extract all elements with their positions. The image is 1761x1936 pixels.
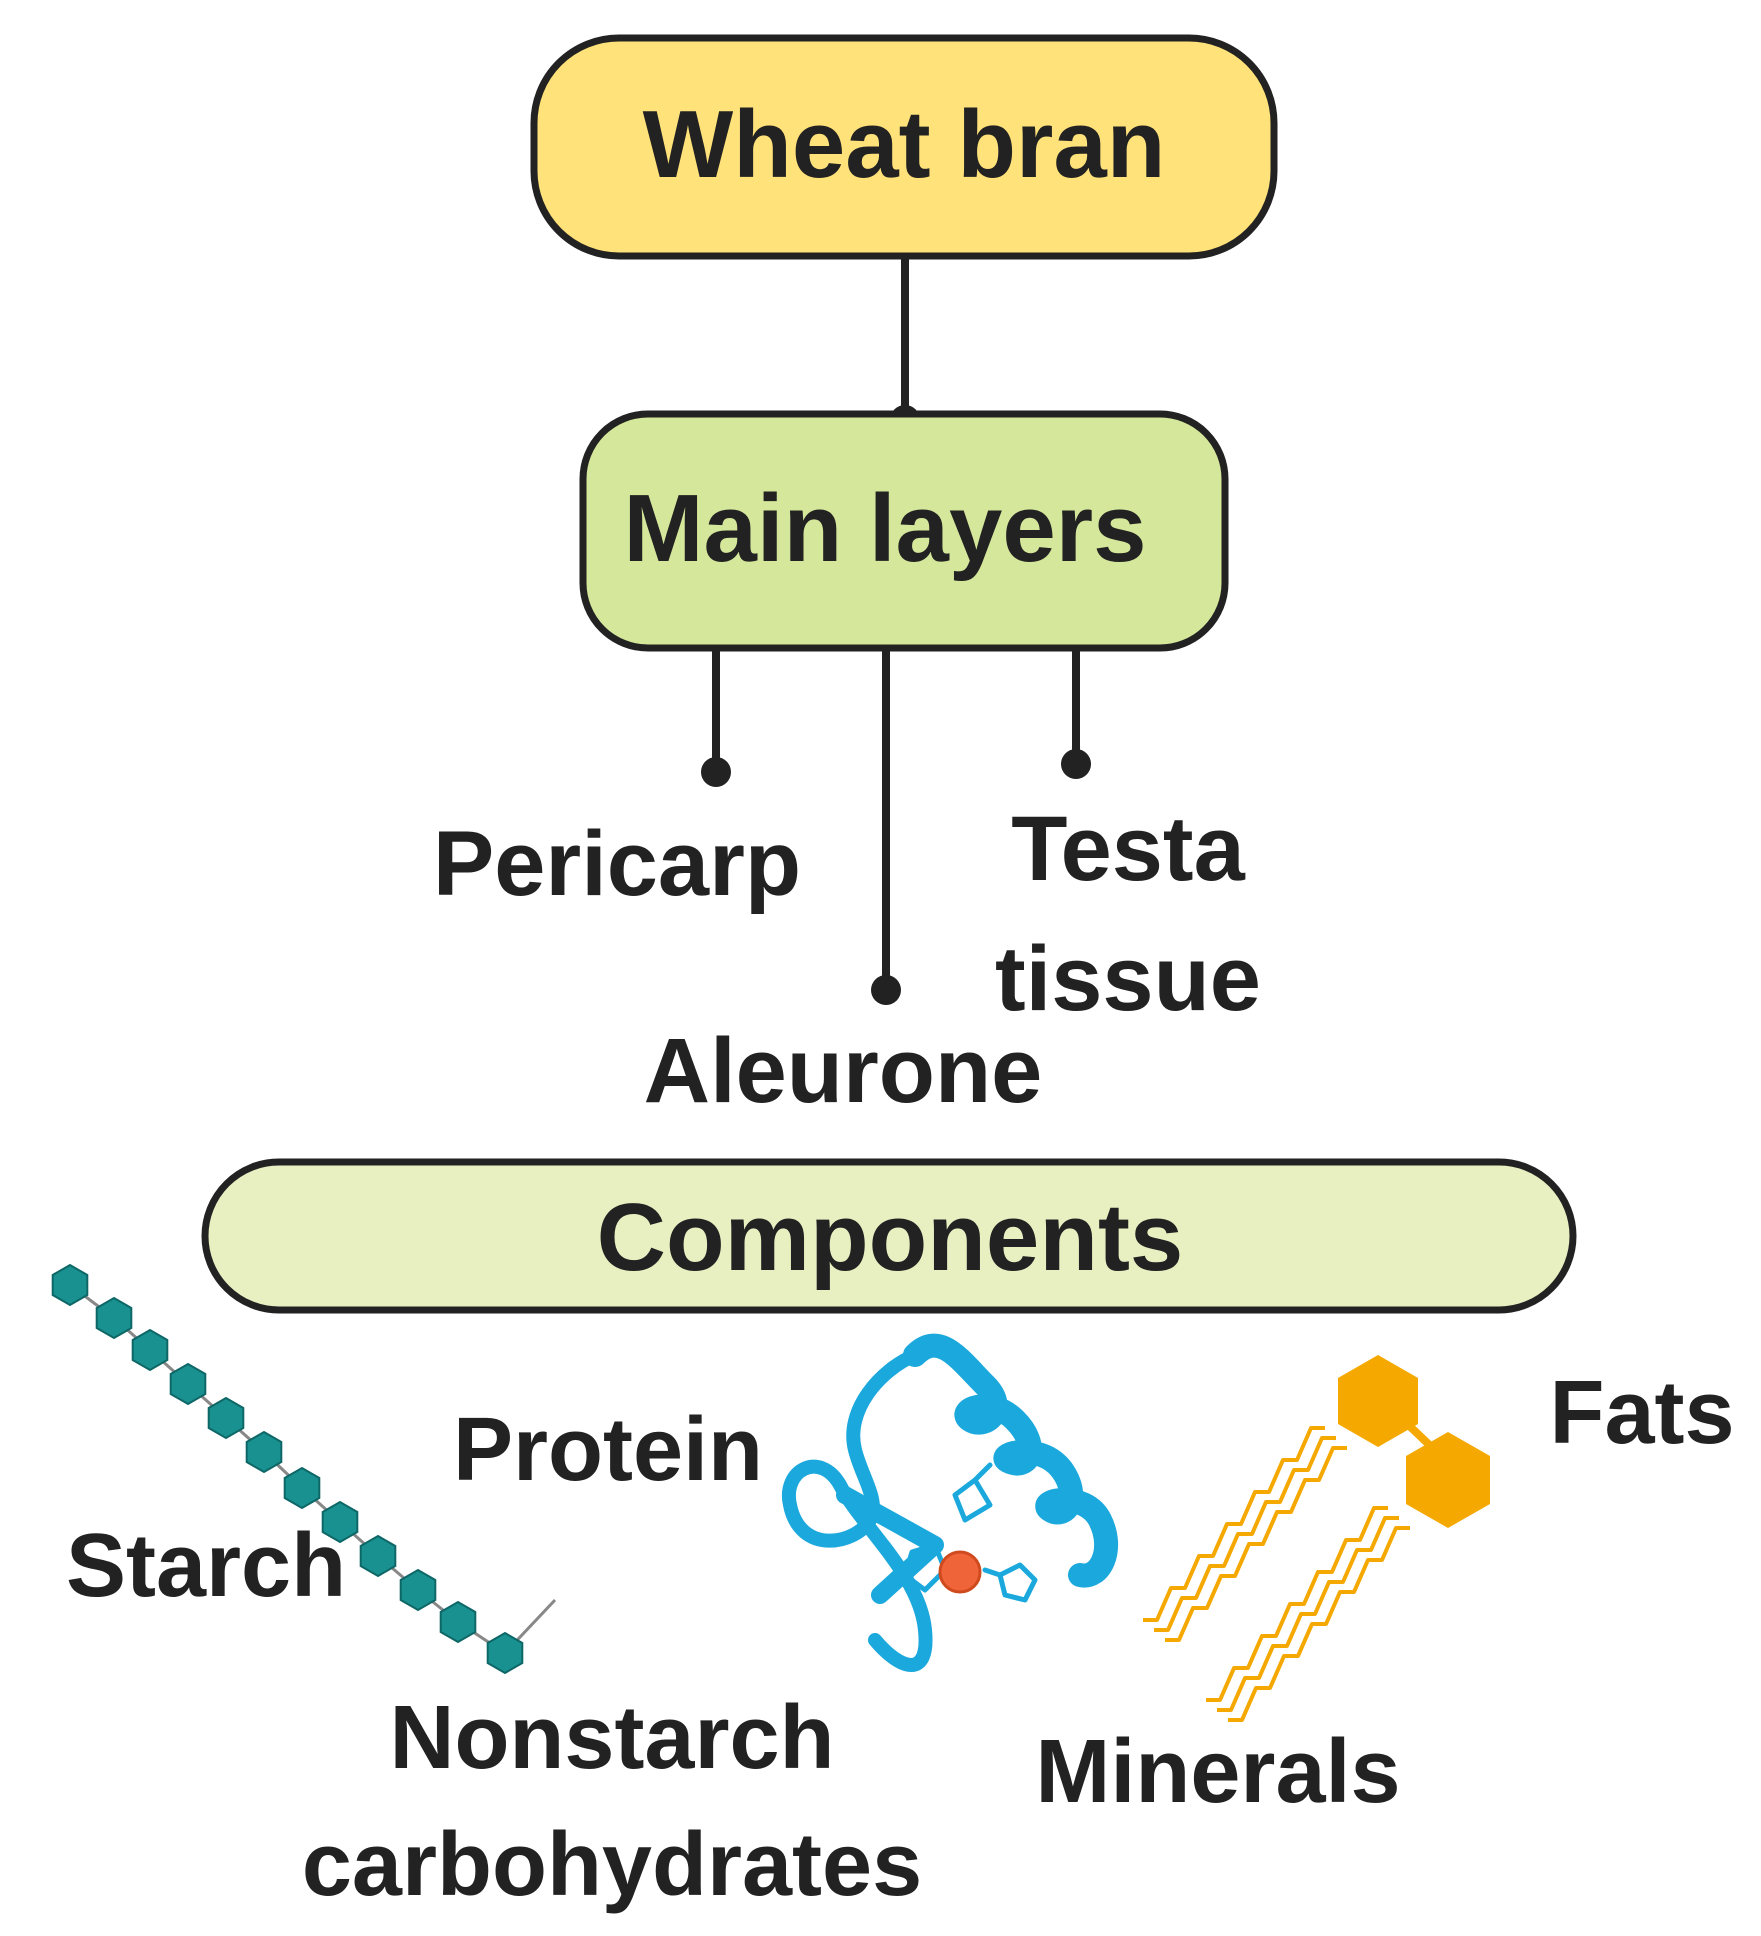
components-label: Components	[597, 1184, 1184, 1291]
layer-testa-label-line2: tissue	[995, 928, 1261, 1030]
starch-unit	[131, 1328, 169, 1372]
starch-unit	[283, 1466, 321, 1510]
fat-chain	[1217, 1516, 1399, 1712]
starch-unit	[321, 1500, 359, 1544]
components-box	[201, 1158, 1577, 1314]
starch-unit	[359, 1534, 397, 1578]
connector-dot-aleurone	[871, 975, 901, 1005]
connectors	[712, 256, 1080, 990]
protein-ribbon-icon	[781, 1333, 1119, 1672]
starch-unit	[95, 1296, 133, 1340]
protein-sidechain-3	[982, 1562, 1038, 1603]
component-protein-label: Protein	[453, 1400, 763, 1500]
starch-unit	[245, 1430, 283, 1474]
layer-testa-label-line1: Testa	[1011, 798, 1245, 900]
fat-chain	[1206, 1506, 1388, 1702]
layer-aleurone-label: Aleurone	[644, 1020, 1043, 1122]
component-fats-label: Fats	[1549, 1363, 1734, 1463]
fat-chain	[1154, 1436, 1336, 1632]
component-nonstarch-label-line2: carbohydrates	[302, 1815, 922, 1915]
starch-unit	[207, 1396, 245, 1440]
starch-unit	[399, 1568, 437, 1612]
layers-box	[579, 410, 1229, 652]
root-label: Wheat bran	[643, 91, 1166, 198]
component-nonstarch-label-line1: Nonstarch	[389, 1688, 834, 1788]
layers-label: Main layers	[624, 475, 1147, 582]
protein-sidechain-1	[952, 1462, 993, 1523]
root-box	[530, 34, 1278, 260]
connector-dot-testa	[1061, 749, 1091, 779]
fat-head-1	[1338, 1355, 1418, 1447]
starch-unit	[169, 1362, 207, 1406]
component-minerals-label: Minerals	[1035, 1722, 1400, 1822]
fat-chain	[1228, 1526, 1410, 1722]
mineral-ion-icon	[938, 1550, 982, 1594]
fat-chain	[1165, 1446, 1347, 1642]
connector-dot-pericarp	[701, 757, 731, 787]
protein-loop	[781, 1348, 933, 1672]
fat-molecule-icon	[1143, 1355, 1490, 1722]
starch-unit	[439, 1600, 477, 1644]
fat-chain	[1143, 1426, 1325, 1622]
starch-unit	[51, 1263, 89, 1307]
component-starch-label: Starch	[66, 1516, 346, 1616]
starch-chain-icon	[51, 1263, 557, 1675]
protein-helix	[903, 1333, 1119, 1588]
starch-unit	[486, 1631, 524, 1675]
layer-pericarp-label: Pericarp	[433, 813, 801, 915]
fat-head-2	[1406, 1432, 1490, 1528]
